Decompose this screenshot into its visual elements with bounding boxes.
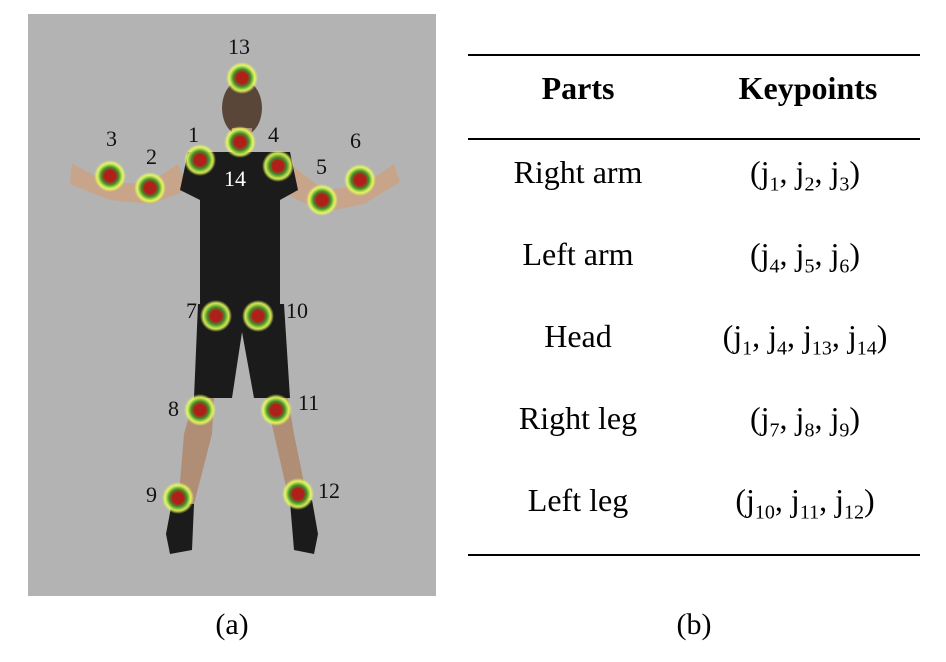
keypoint-9 [162, 482, 194, 514]
keypoints-cell: (j1, j2, j3) [750, 154, 860, 196]
keypoint-12 [282, 478, 314, 510]
keypoint-6 [344, 164, 376, 196]
table-row: Right leg (j7, j8, j9) [468, 386, 920, 470]
part-cell: Right leg [518, 400, 638, 436]
joint-index: 4 [769, 255, 780, 278]
keypoint-10 [242, 300, 274, 332]
joint-index: 7 [769, 419, 780, 442]
joint-index: 13 [811, 337, 832, 360]
header-keypoints: Keypoints [738, 70, 878, 106]
joint-index: 1 [742, 337, 753, 360]
keypoint-2 [134, 172, 166, 204]
joint-index: 6 [839, 255, 850, 278]
keypoint-label-12: 12 [318, 478, 340, 503]
part-cell: Right arm [513, 154, 643, 190]
joint-index: 4 [777, 337, 787, 360]
keypoint-3 [94, 160, 126, 192]
keypoint-label-4: 4 [268, 122, 279, 147]
part-cell: Head [544, 318, 612, 354]
keypoint-label-9: 9 [146, 482, 157, 507]
keypoint-1 [184, 144, 216, 176]
keypoints-cell: (j7, j8, j9) [750, 400, 860, 442]
joint-index: 2 [804, 173, 815, 196]
keypoint-label-8: 8 [168, 396, 179, 421]
header-parts: Parts [541, 70, 615, 106]
joint-index: 12 [843, 501, 864, 524]
keypoint-label-3: 3 [106, 126, 117, 151]
joint-index: 9 [839, 419, 850, 442]
part-cell: Left arm [522, 236, 634, 272]
keypoints-cell: (j4, j5, j6) [750, 236, 860, 278]
keypoint-label-2: 2 [146, 144, 157, 169]
keypoint-label-6: 6 [350, 128, 361, 153]
table-top-rule [468, 54, 920, 56]
keypoint-7 [200, 300, 232, 332]
table-bottom-rule [468, 554, 920, 556]
joint-index: 1 [769, 173, 780, 196]
keypoint-label-11: 11 [298, 390, 319, 415]
table-header-rule [468, 138, 920, 140]
table-row: Left leg (j10, j11, j12) [468, 468, 920, 552]
joint-index: 5 [804, 255, 815, 278]
keypoint-5 [306, 184, 338, 216]
keypoint-11 [260, 394, 292, 426]
part-cell: Left leg [527, 482, 629, 518]
table-row: Right arm (j1, j2, j3) [468, 140, 920, 224]
caption-b: (b) [676, 608, 712, 641]
keypoint-label-13: 13 [228, 34, 250, 59]
joint-index: 14 [856, 337, 877, 360]
table-row: Head(j1, j4, j13, j14) [468, 304, 920, 388]
keypoint-label-7: 7 [186, 298, 197, 323]
joint-index: 3 [839, 173, 850, 196]
keypoint-4 [262, 150, 294, 182]
table-row: Left arm (j4, j5, j6) [468, 222, 920, 306]
keypoint-8 [184, 394, 216, 426]
joint-index: 11 [799, 501, 820, 524]
caption-a: (a) [215, 608, 249, 641]
joint-index: 10 [754, 501, 775, 524]
keypoint-14 [224, 126, 256, 158]
keypoint-label-1: 1 [188, 122, 199, 147]
keypoints-cell: (j1, j4, j13, j14) [722, 318, 888, 360]
keypoint-label-10: 10 [286, 298, 308, 323]
keypoint-13 [226, 62, 258, 94]
keypoint-label-14: 14 [224, 166, 246, 191]
keypoint-label-5: 5 [316, 154, 327, 179]
joints-layer [94, 62, 376, 514]
joint-index: 8 [804, 419, 815, 442]
keypoints-cell: (j10, j11, j12) [735, 482, 875, 524]
